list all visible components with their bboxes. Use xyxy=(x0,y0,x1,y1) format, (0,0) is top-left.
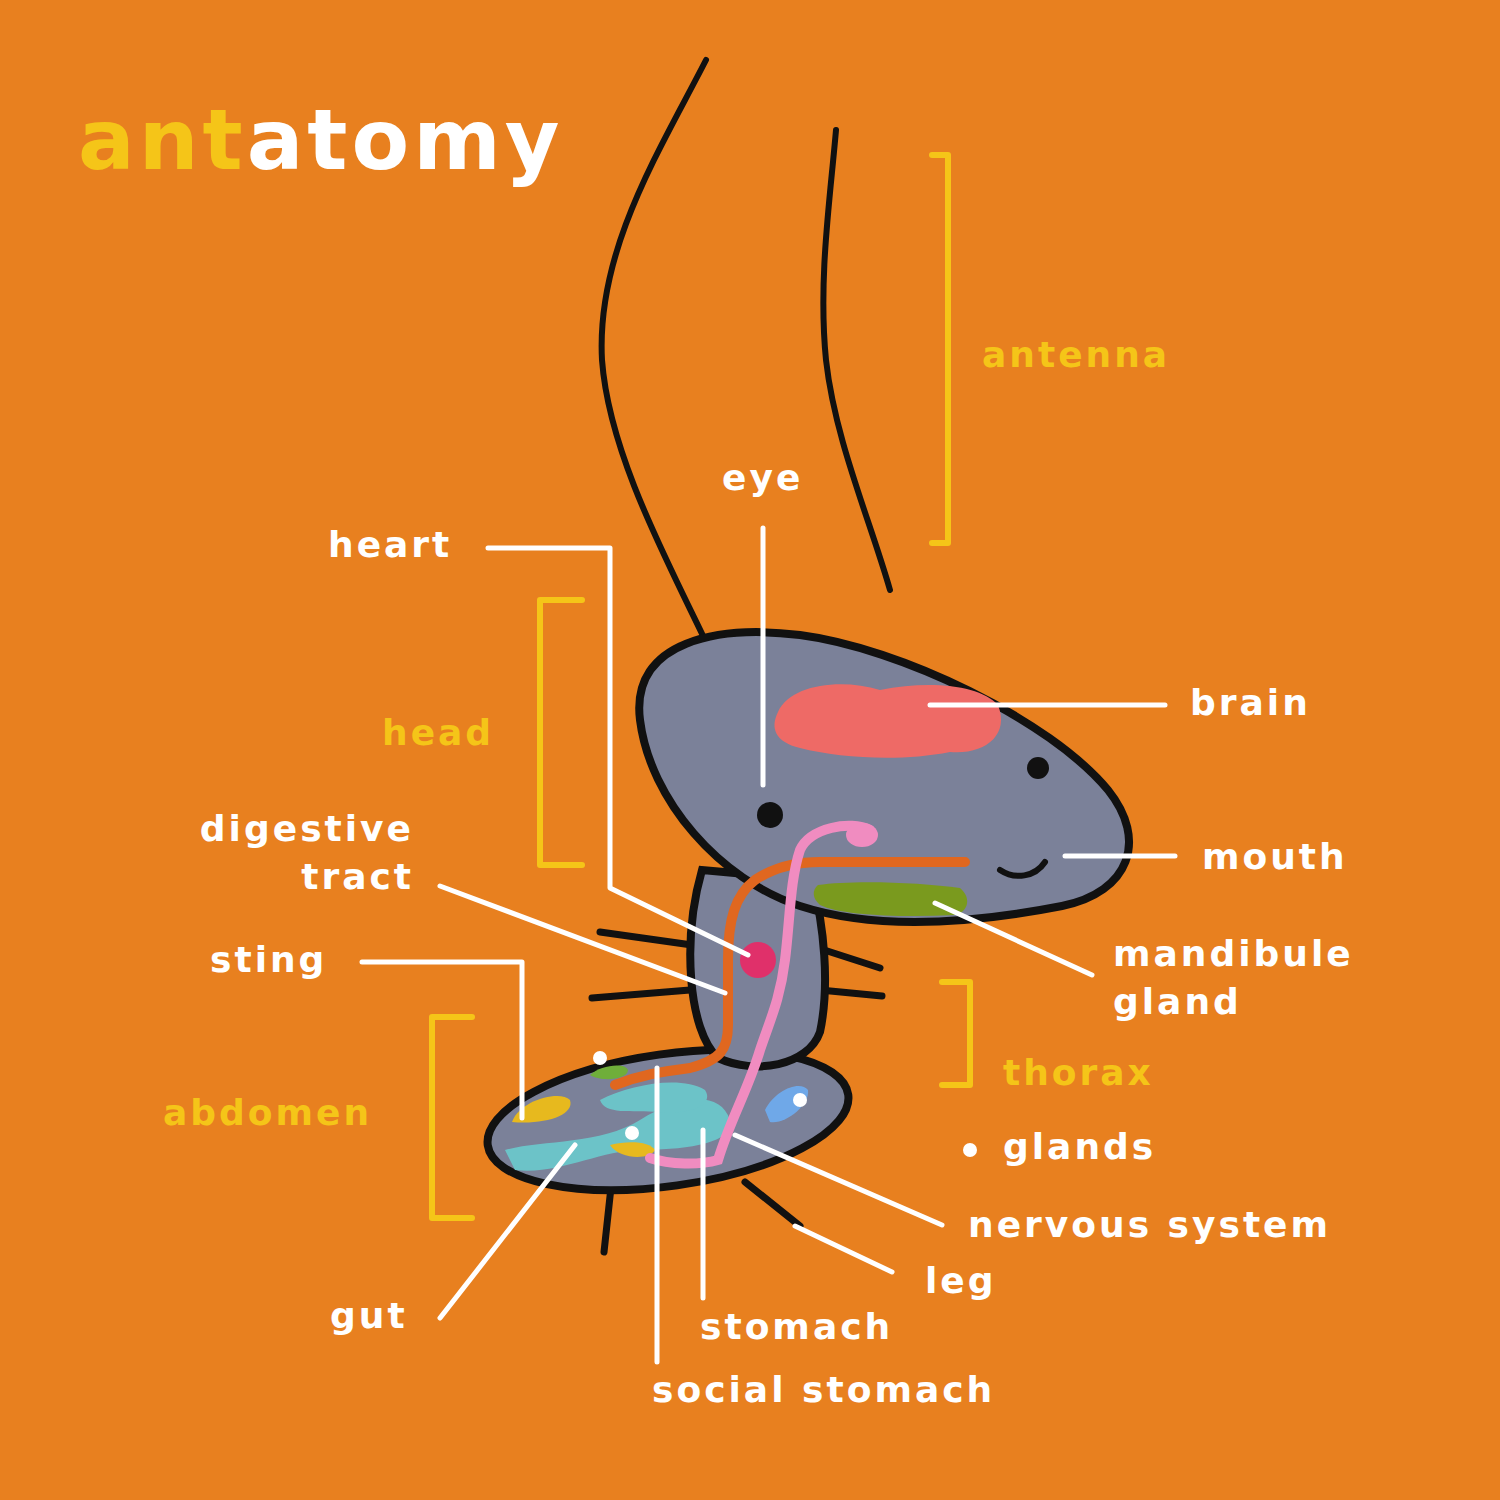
part-label: brain xyxy=(1190,679,1311,727)
section-label: antenna xyxy=(982,331,1170,379)
part-label: gut xyxy=(330,1292,408,1340)
nervous-system-ganglion xyxy=(846,823,878,847)
part-label: sting xyxy=(210,936,327,984)
part-label: social stomach xyxy=(652,1366,995,1414)
section-brackets xyxy=(432,155,970,1218)
diagram-title: antatomy xyxy=(78,91,563,189)
mandibule-gland-organ xyxy=(814,882,967,916)
section-label: thorax xyxy=(1003,1049,1154,1097)
part-label: eye xyxy=(722,454,803,502)
head-body xyxy=(639,632,1129,922)
part-label: stomach xyxy=(700,1303,893,1351)
brain-organ xyxy=(774,684,1001,757)
antennae xyxy=(602,60,890,690)
heart-organ xyxy=(740,942,776,978)
mouth-curve xyxy=(1000,862,1045,876)
part-label: mandibule gland xyxy=(1113,930,1393,1026)
section-label: abdomen xyxy=(163,1089,372,1137)
part-label: glands xyxy=(1003,1123,1156,1171)
section-label: head xyxy=(382,709,494,757)
part-label: mouth xyxy=(1202,833,1348,881)
gland-dots xyxy=(593,1051,977,1157)
eye-dot xyxy=(757,802,783,828)
part-label: digestive tract xyxy=(152,805,414,901)
eye-dot xyxy=(1027,757,1049,779)
part-label: leg xyxy=(925,1257,997,1305)
part-label: nervous system xyxy=(968,1201,1331,1249)
part-label: heart xyxy=(328,521,452,569)
nervous-system-line xyxy=(650,826,870,1164)
